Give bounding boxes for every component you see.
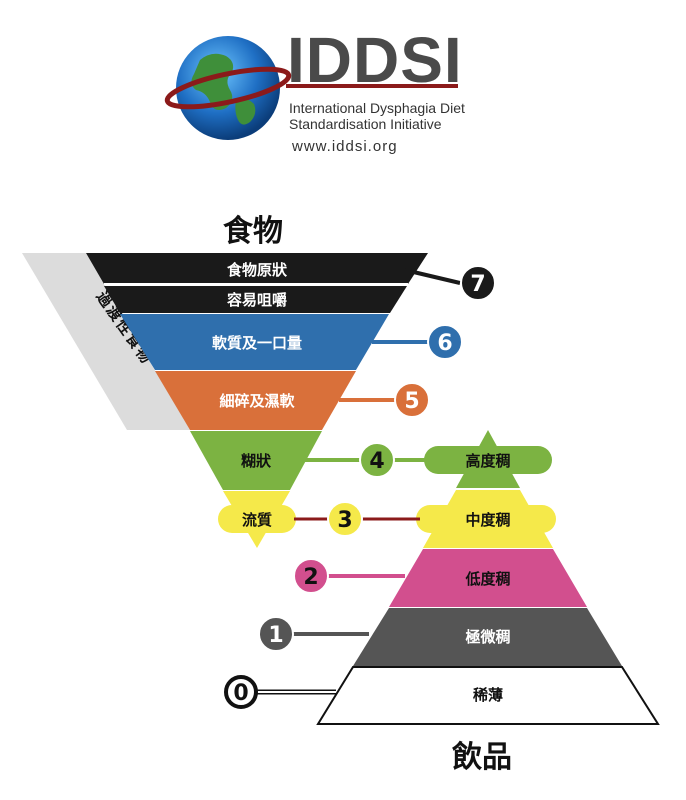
level-1-badge: 1 [258, 616, 294, 652]
food-level-7-easy-chew-label: 容易咀嚼 [226, 291, 287, 309]
globe-logo-icon [164, 36, 458, 140]
level-3-number: 3 [337, 508, 352, 533]
drink-level-1-label: 極微稠 [464, 628, 510, 646]
drink-level-3-pill [416, 505, 556, 533]
drink-level-1-band [353, 608, 622, 666]
food-level-6-label: 軟質及一口量 [212, 334, 302, 352]
level-7-badge: 7 [460, 265, 496, 301]
level-0-number: 0 [233, 681, 248, 706]
food-level-7-regular [86, 253, 428, 284]
level-1-number: 1 [268, 623, 283, 648]
level-6-badge: 6 [427, 324, 463, 360]
transitional-band [22, 253, 190, 430]
food-level-6-band [120, 314, 389, 370]
drink-level-4-label: 高度稠 [465, 452, 510, 470]
level-5-number: 5 [404, 389, 419, 414]
level-2-number: 2 [303, 565, 318, 590]
drink-level-2-band [389, 549, 587, 607]
logo-subtitle: International Dysphagia Diet Standardisa… [289, 100, 465, 132]
level-3-badge: 3 [327, 501, 363, 537]
logo-wordmark: IDDSI [287, 24, 463, 96]
food-level-4-label: 糊狀 [241, 452, 272, 470]
food-level-7-easy-chew [104, 286, 407, 313]
food-level-4-band [190, 431, 322, 490]
drink-level-3-label: 中度稠 [465, 511, 510, 529]
food-level-3-label: 流質 [242, 511, 272, 529]
logo-subtitle-line1: International Dysphagia Diet [289, 100, 465, 116]
food-heading: 食物 [223, 214, 283, 249]
food-level-7-regular-label: 食物原狀 [227, 261, 288, 279]
drink-level-2-label: 低度稠 [464, 570, 510, 588]
level-5-badge: 5 [394, 382, 430, 418]
level-6-number: 6 [437, 331, 452, 356]
food-level-5-label: 細碎及濕軟 [219, 392, 295, 410]
level-4-badge: 4 [359, 442, 395, 478]
drink-level-0-band [316, 666, 660, 725]
level-4-number: 4 [369, 449, 384, 474]
drink-level-0-label: 稀薄 [473, 686, 503, 704]
level-7-number: 7 [470, 272, 485, 297]
drink-level-4-pill [424, 446, 552, 474]
food-level-5-band [155, 371, 356, 430]
level-2-badge: 2 [293, 558, 329, 594]
logo-subtitle-line2: Standardisation Initiative [289, 116, 442, 132]
logo-url: www.iddsi.org [292, 138, 398, 155]
food-level-3-pill [218, 505, 296, 533]
level-0-badge: 0 [224, 675, 258, 709]
drinks-heading: 飲品 [452, 740, 512, 775]
